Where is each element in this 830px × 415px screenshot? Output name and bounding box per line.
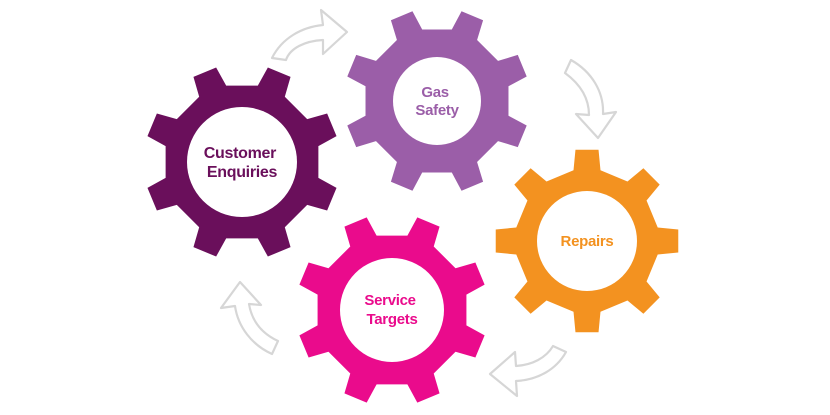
cycle-arrows — [219, 8, 618, 398]
gear-label-repairs: Repairs — [561, 233, 614, 250]
gear-hub-customer-enquiries — [187, 107, 297, 217]
gear-repairs: Repairs — [495, 149, 679, 333]
gear-hub-gas-safety — [393, 57, 481, 145]
gear-label-customer-enquiries: Customer Enquiries — [204, 145, 280, 181]
gear-label-service-targets: Service Targets — [364, 292, 419, 328]
gear-hub-service-targets — [340, 258, 444, 362]
arrow-icon-left — [219, 280, 280, 356]
gear-label-line: Service — [364, 292, 415, 309]
gear-label-line: Gas — [421, 84, 448, 101]
gear-customer-enquiries: Customer Enquiries — [147, 67, 337, 257]
arrow-icon-bottom — [488, 344, 568, 398]
gear-label-line: Targets — [367, 311, 418, 328]
gear-gas-safety: Gas Safety — [347, 11, 527, 191]
arrow-icon-right — [563, 58, 618, 140]
gear-label-line: Enquiries — [207, 164, 278, 181]
gear-label-line: Customer — [204, 145, 276, 162]
gears-group: Customer Enquiries Gas Safety Repairs — [147, 11, 679, 403]
gear-service-targets: Service Targets — [299, 217, 485, 403]
gear-label-line: Repairs — [561, 233, 614, 250]
gear-label-gas-safety: Gas Safety — [415, 84, 459, 119]
arrow-icon-top — [270, 8, 349, 62]
gear-hub-repairs — [537, 191, 637, 291]
gear-label-line: Safety — [415, 102, 459, 119]
